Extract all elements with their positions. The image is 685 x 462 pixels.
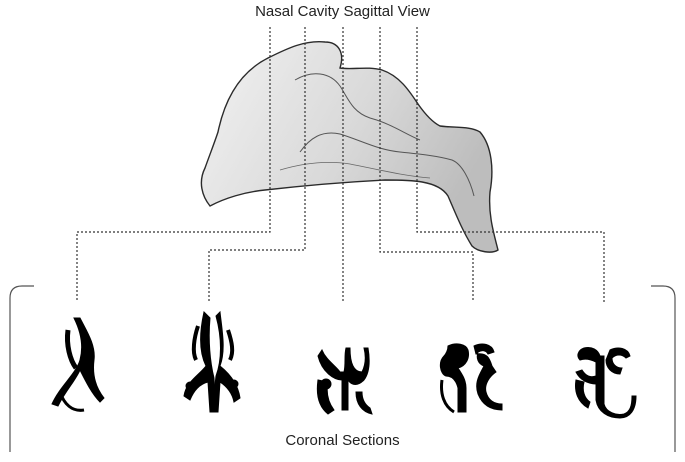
- turbinate-line-lower: [279, 162, 431, 179]
- section-leader-lines: [76, 27, 605, 302]
- diagram-title: Nasal Cavity Sagittal View: [255, 3, 430, 20]
- sagittal-outline: [200, 41, 499, 253]
- leader-line-1: [76, 27, 271, 302]
- coronal-section-3: [316, 347, 373, 415]
- diagram-caption: Coronal Sections: [285, 432, 400, 449]
- coronal-section-1: [51, 317, 105, 412]
- coronal-section-2: [183, 310, 241, 413]
- coronal-section-4: [439, 343, 503, 414]
- coronal-section-5: [575, 347, 637, 419]
- sagittal-view: [200, 41, 499, 253]
- turbinate-line-middle: [299, 132, 475, 197]
- turbinate-line-upper: [294, 73, 421, 141]
- coronal-section-frame: [9, 285, 676, 452]
- leader-line-4: [379, 27, 474, 302]
- leader-line-2: [208, 27, 306, 302]
